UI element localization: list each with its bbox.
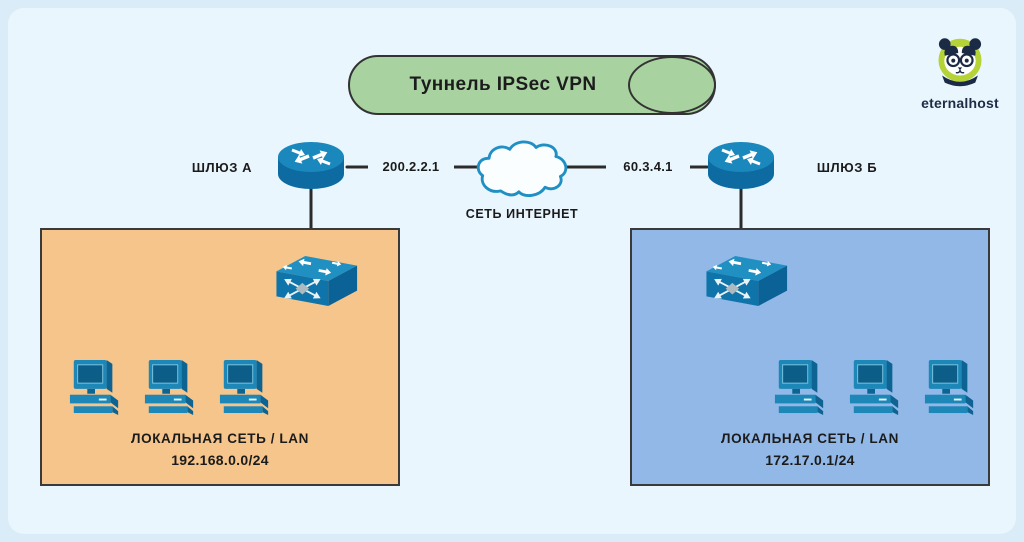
- computer-icon: [924, 359, 974, 416]
- gateway-b-label: ШЛЮЗ Б: [816, 160, 878, 175]
- lan-b-label: ЛОКАЛЬНАЯ СЕТЬ / LAN: [721, 431, 899, 446]
- gateway-b-ip: 60.3.4.1: [606, 158, 690, 175]
- panda-logo-icon: [938, 38, 982, 87]
- brand-block: eternalhost: [908, 36, 1012, 111]
- tunnel-endcap: [628, 56, 716, 114]
- tunnel-label: Туннель IPSec VPN: [409, 74, 597, 95]
- router-icon: [276, 138, 346, 192]
- gateway-a-ip: 200.2.2.1: [368, 158, 454, 175]
- lan-b-box: ЛОКАЛЬНАЯ СЕТЬ / LAN 172.17.0.1/24: [630, 228, 990, 486]
- internet-label: СЕТЬ ИНТЕРНЕТ: [465, 207, 579, 221]
- computer-icon: [774, 359, 824, 416]
- gateway-a-label: ШЛЮЗ А: [191, 160, 253, 175]
- brand-name: eternalhost: [921, 95, 999, 111]
- switch-icon: [263, 250, 359, 312]
- computer-icon: [144, 359, 194, 416]
- lan-a-subnet: 192.168.0.0/24: [171, 452, 269, 468]
- computer-icon: [69, 359, 119, 416]
- ipsec-tunnel: Туннель IPSec VPN: [348, 55, 716, 115]
- computer-icon: [219, 359, 269, 416]
- internet-cloud-icon: [476, 140, 568, 197]
- switch-icon: [693, 250, 789, 312]
- lan-a-label: ЛОКАЛЬНАЯ СЕТЬ / LAN: [131, 431, 309, 446]
- computer-icon: [849, 359, 899, 416]
- router-icon: [706, 138, 776, 192]
- lan-b-subnet: 172.17.0.1/24: [765, 452, 855, 468]
